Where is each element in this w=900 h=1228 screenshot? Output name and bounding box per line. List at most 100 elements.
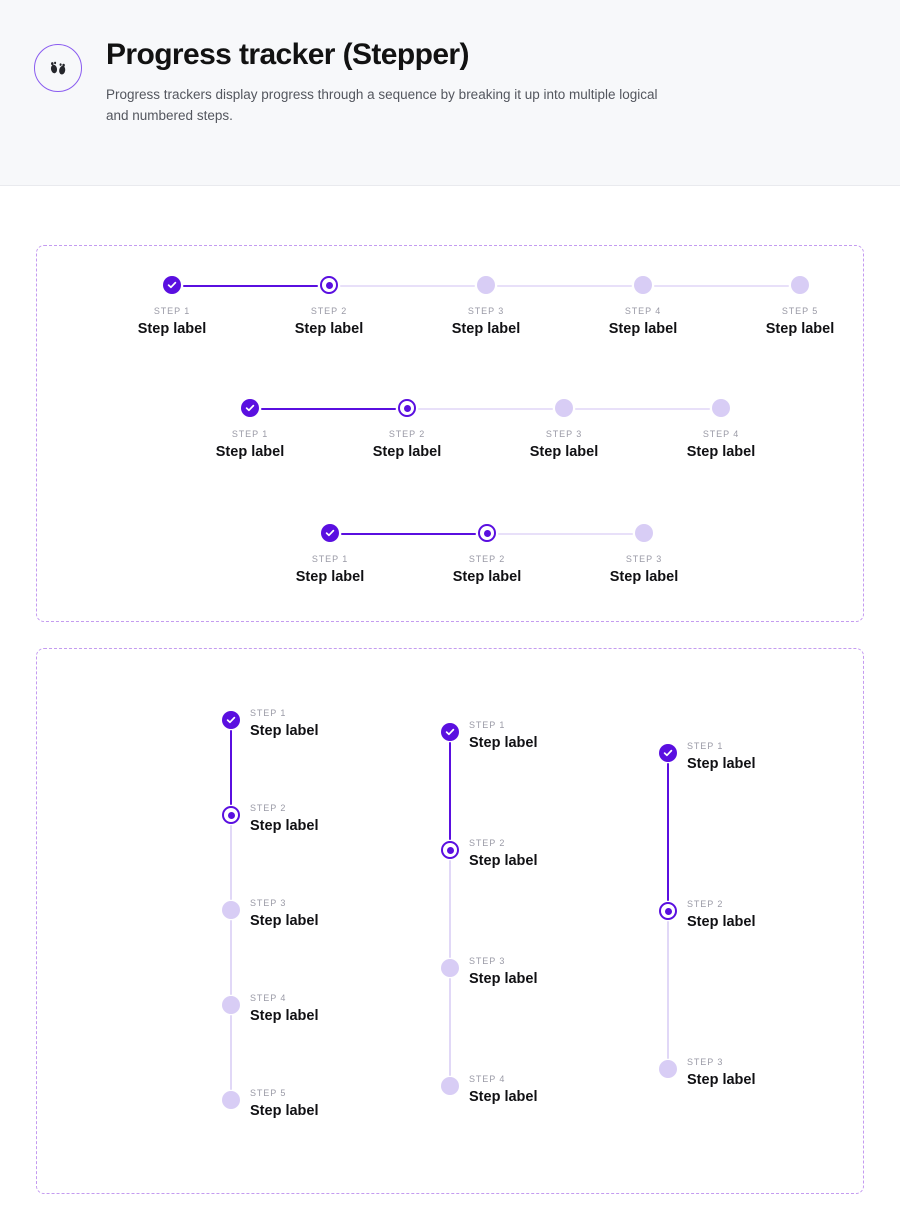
step-label: Step label: [250, 913, 319, 929]
step-node-pending[interactable]: [441, 959, 459, 977]
step-eyebrow: STEP 2: [469, 838, 506, 848]
step-eyebrow: STEP 2: [310, 306, 348, 316]
step-node-complete[interactable]: [241, 399, 259, 417]
step-label: Step label: [469, 853, 538, 869]
step-eyebrow: STEP 3: [469, 956, 506, 966]
active-dot-icon: [483, 529, 491, 537]
step-label: Step label: [215, 444, 285, 460]
step-eyebrow: STEP 3: [687, 1057, 724, 1067]
step-eyebrow: STEP 1: [469, 720, 506, 730]
step-node-complete[interactable]: [163, 276, 181, 294]
connector-line-pending: [449, 978, 451, 1076]
step-eyebrow: STEP 1: [687, 741, 724, 751]
step-label: Step label: [469, 735, 538, 751]
step-label: Step label: [469, 971, 538, 987]
connector-line-done: [230, 730, 232, 805]
connector-line-pending: [230, 920, 232, 995]
step-eyebrow: STEP 3: [625, 554, 663, 564]
step-eyebrow: STEP 1: [311, 554, 349, 564]
page-subtitle: Progress trackers display progress throu…: [106, 87, 658, 123]
step-label: Step label: [609, 569, 679, 585]
step-node-pending[interactable]: [441, 1077, 459, 1095]
connector-line-pending: [340, 285, 475, 287]
step-labels: STEP 3 Step label: [250, 897, 319, 931]
step-node-complete[interactable]: [659, 744, 677, 762]
step-node-complete[interactable]: [441, 723, 459, 741]
step-eyebrow: STEP 4: [469, 1074, 506, 1084]
active-dot-icon: [403, 404, 411, 412]
connector-line-done: [449, 742, 451, 840]
connector-line-done: [341, 533, 476, 535]
step-labels: STEP 1 Step label: [687, 740, 756, 774]
step-node-active[interactable]: [441, 841, 459, 859]
step-node-pending[interactable]: [477, 276, 495, 294]
step-label: Step label: [469, 1089, 538, 1105]
check-icon: [663, 749, 673, 757]
step-node-pending[interactable]: [222, 1091, 240, 1109]
step-eyebrow: STEP 3: [250, 898, 287, 908]
step-eyebrow: STEP 2: [687, 899, 724, 909]
step-node-pending[interactable]: [659, 1060, 677, 1078]
step-eyebrow: STEP 1: [153, 306, 191, 316]
step-node-pending[interactable]: [791, 276, 809, 294]
step-node-pending[interactable]: [222, 996, 240, 1014]
step-node-active[interactable]: [478, 524, 496, 542]
step-node-pending[interactable]: [634, 276, 652, 294]
step-labels: STEP 3 Step label: [559, 553, 729, 587]
footprints-icon: [34, 44, 82, 92]
step-label: Step label: [250, 1008, 319, 1024]
step-labels: STEP 4 Step label: [636, 428, 806, 462]
step-node-complete[interactable]: [321, 524, 339, 542]
connector-line-done: [667, 763, 669, 901]
page-title: Progress tracker (Stepper): [106, 38, 469, 71]
step-label: Step label: [250, 818, 319, 834]
connector-line-pending: [667, 921, 669, 1059]
step-eyebrow: STEP 4: [624, 306, 662, 316]
header-text-block: Progress tracker (Stepper) Progress trac…: [106, 36, 676, 126]
step-node-pending[interactable]: [555, 399, 573, 417]
step-labels: STEP 3 Step label: [401, 305, 571, 339]
step-eyebrow: STEP 1: [250, 708, 287, 718]
step-eyebrow: STEP 4: [702, 429, 740, 439]
step-node-active[interactable]: [222, 806, 240, 824]
step-eyebrow: STEP 2: [388, 429, 426, 439]
connector-line-pending: [575, 408, 710, 410]
step-node-pending[interactable]: [712, 399, 730, 417]
step-eyebrow: STEP 1: [231, 429, 269, 439]
step-node-active[interactable]: [659, 902, 677, 920]
active-dot-icon: [227, 811, 235, 819]
step-label: Step label: [451, 321, 521, 337]
step-label: Step label: [686, 444, 756, 460]
step-label: Step label: [608, 321, 678, 337]
step-labels: STEP 2 Step label: [250, 802, 319, 836]
step-node-pending[interactable]: [635, 524, 653, 542]
step-node-active[interactable]: [320, 276, 338, 294]
connector-line-pending: [230, 1015, 232, 1090]
step-eyebrow: STEP 3: [467, 306, 505, 316]
check-icon: [245, 404, 255, 412]
step-node-active[interactable]: [398, 399, 416, 417]
step-label: Step label: [250, 1103, 319, 1119]
step-node-complete[interactable]: [222, 711, 240, 729]
step-label: Step label: [687, 756, 756, 772]
step-node-pending[interactable]: [222, 901, 240, 919]
step-labels: STEP 3 Step label: [469, 955, 538, 989]
step-eyebrow: STEP 2: [250, 803, 287, 813]
connector-line-pending: [654, 285, 789, 287]
